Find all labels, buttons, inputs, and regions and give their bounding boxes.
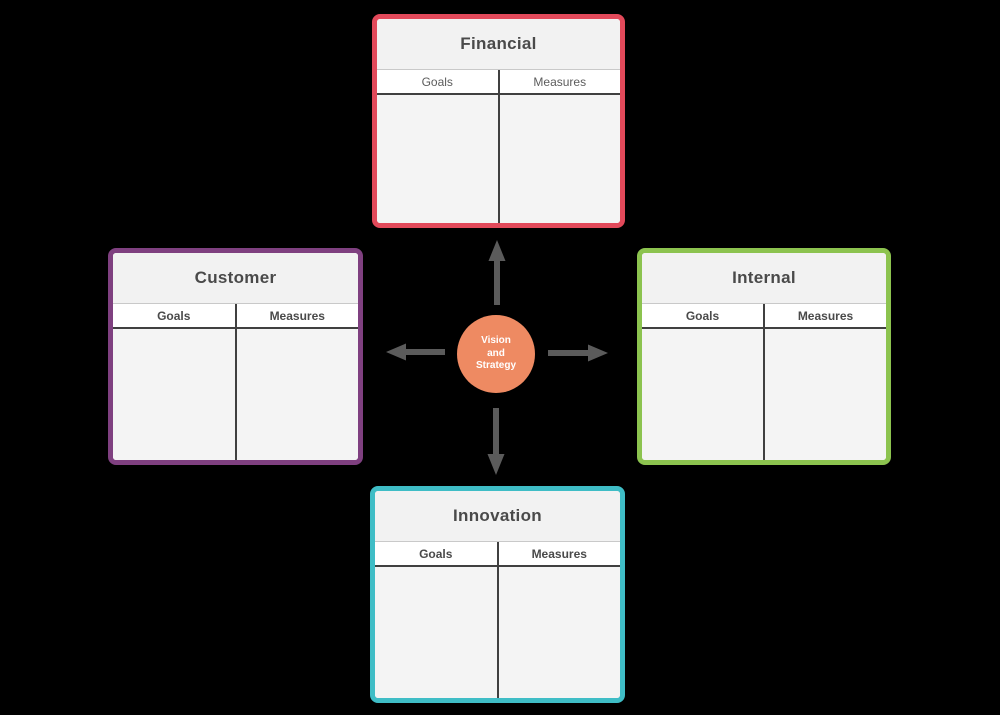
- arrow-up-icon: [488, 240, 506, 305]
- goals-column-header: Goals: [377, 70, 500, 93]
- measures-column: [237, 329, 359, 460]
- measures-column-header: Measures: [269, 308, 325, 323]
- quadrant-body: [113, 329, 358, 460]
- quadrant-title: Financial: [377, 19, 620, 70]
- goals-column-header: Goals: [642, 304, 765, 327]
- measures-column-header: Measures: [533, 74, 587, 89]
- column-header-row: Goals Measures: [113, 304, 358, 329]
- quadrant-title: Innovation: [375, 491, 620, 542]
- goals-column: [377, 95, 500, 223]
- internal-quadrant: Internal Goals Measures: [637, 248, 891, 465]
- measures-column: [499, 567, 621, 698]
- measures-column-header: Measures: [797, 308, 854, 323]
- quadrant-title: Internal: [642, 253, 886, 304]
- quadrant-body: [375, 567, 620, 698]
- financial-quadrant: Financial Goals Measures: [372, 14, 625, 228]
- column-header-row: Goals Measures: [375, 542, 620, 567]
- column-header-row: Goals Measures: [642, 304, 886, 329]
- goals-column: [642, 329, 765, 460]
- innovation-quadrant: Innovation Goals Measures: [370, 486, 625, 703]
- quadrant-body: [642, 329, 886, 460]
- vision-strategy-circle: Vision and Strategy: [457, 315, 535, 393]
- vision-strategy-label: Vision and Strategy: [475, 335, 516, 372]
- goals-column-header: Goals: [375, 542, 499, 565]
- arrow-right-icon: [548, 344, 608, 362]
- goals-column-header: Goals: [113, 304, 237, 327]
- arrow-left-icon: [386, 343, 445, 361]
- goals-column: [113, 329, 237, 460]
- measures-column: [765, 329, 886, 460]
- measures-column: [500, 95, 621, 223]
- customer-quadrant: Customer Goals Measures: [108, 248, 363, 465]
- column-header-row: Goals Measures: [377, 70, 620, 95]
- quadrant-title: Customer: [113, 253, 358, 304]
- goals-column: [375, 567, 499, 698]
- arrow-down-icon: [487, 408, 505, 475]
- measures-column-header: Measures: [531, 546, 587, 561]
- quadrant-body: [377, 95, 620, 223]
